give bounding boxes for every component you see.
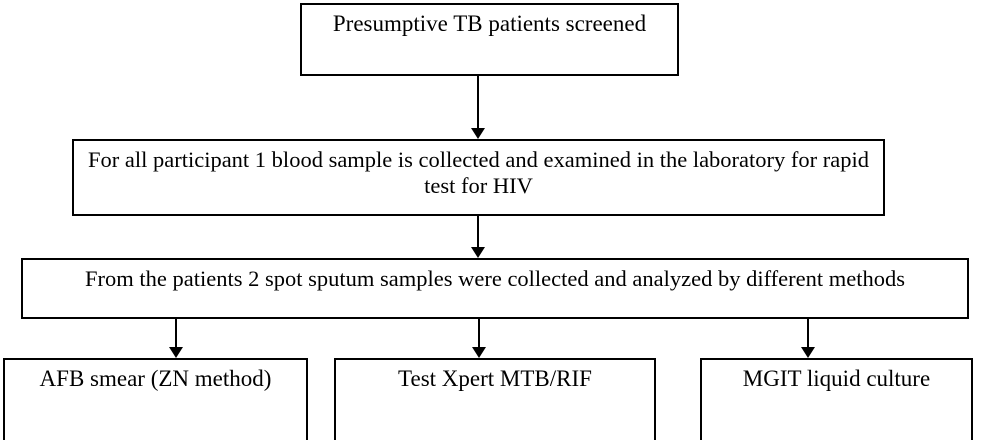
arrow-head-icon — [471, 247, 485, 258]
arrow-shaft — [477, 216, 479, 247]
arrow-head-icon — [801, 347, 815, 358]
flow-node-mgit-label: MGIT liquid culture — [742, 366, 931, 391]
flow-node-xpert: Test Xpert MTB/RIF — [334, 358, 656, 440]
flow-node-sputum: From the patients 2 spot sputum samples … — [21, 258, 969, 319]
arrow-shaft — [478, 319, 480, 347]
flow-node-blood-sample-label: For all participant 1 blood sample is co… — [87, 147, 869, 199]
flow-node-xpert-label: Test Xpert MTB/RIF — [398, 366, 592, 391]
arrow-shaft — [807, 319, 809, 347]
flow-node-afb-smear-label: AFB smear (ZN method) — [39, 366, 272, 391]
flow-node-mgit: MGIT liquid culture — [700, 358, 973, 440]
arrow-shaft — [477, 76, 479, 128]
flow-node-screened-label: Presumptive TB patients screened — [332, 11, 647, 36]
arrow-head-icon — [471, 128, 485, 139]
flow-node-sputum-label: From the patients 2 spot sputum samples … — [85, 266, 905, 291]
arrow-head-icon — [169, 347, 183, 358]
arrow-shaft — [175, 319, 177, 347]
flow-node-blood-sample: For all participant 1 blood sample is co… — [72, 139, 885, 216]
arrow-head-icon — [472, 347, 486, 358]
flow-node-afb-smear: AFB smear (ZN method) — [3, 358, 308, 440]
flow-node-screened: Presumptive TB patients screened — [300, 3, 679, 76]
